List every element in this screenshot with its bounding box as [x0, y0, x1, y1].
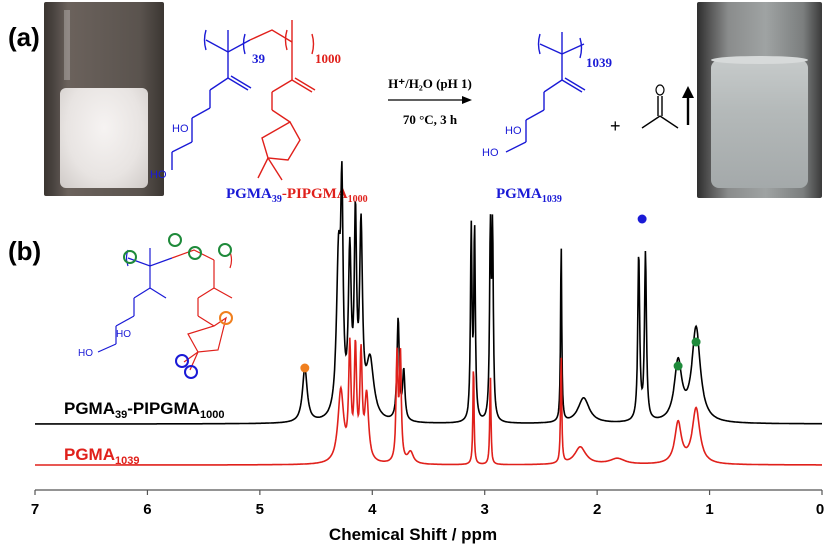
pipgma-block — [249, 20, 316, 181]
x-tick-label: 2 — [593, 501, 601, 518]
nmr-structure — [97, 248, 233, 371]
product-sub-1039: 1039 — [586, 55, 613, 70]
blue-dot-marker — [637, 214, 647, 224]
green-ring-marker — [168, 233, 182, 247]
x-axis: 7 6 5 4 3 2 1 0 — [31, 489, 824, 518]
trace-label-homopolymer: PGMA1039 — [64, 445, 139, 467]
photo-before-vial — [44, 2, 164, 196]
x-tick-label: 0 — [816, 501, 824, 518]
arrow-head — [462, 96, 472, 104]
green-dot-marker — [673, 361, 683, 371]
green-ring-marker — [123, 250, 137, 264]
photo-after-vial — [697, 2, 822, 198]
milky-dispersion — [60, 88, 148, 188]
trace-label-copolymer: PGMA39-PIPGMA1000 — [64, 399, 224, 421]
spectra-plot — [35, 161, 822, 466]
copolymer-structure — [171, 20, 316, 181]
meniscus — [711, 56, 808, 64]
x-axis-label: Chemical Shift / ppm — [329, 525, 497, 544]
plus-sign: + — [610, 116, 621, 136]
green-ring-marker — [188, 246, 202, 260]
orange-dot-marker — [300, 363, 310, 373]
vial-glass-highlight — [64, 10, 70, 80]
copolymer-sub-39: 39 — [252, 51, 266, 66]
acetone-structure — [641, 96, 679, 129]
product-ho-2: HO — [482, 147, 499, 159]
product-name: PGMA1039 — [496, 186, 562, 205]
product-ho-1: HO — [505, 125, 522, 137]
reaction-temperature: 70 °C, 3 h — [403, 112, 458, 127]
blue-ring-marker — [175, 354, 189, 368]
x-tick-label: 6 — [143, 501, 151, 518]
x-tick-label: 3 — [481, 501, 489, 518]
orange-ring-marker — [219, 311, 233, 325]
nmr-structure-ho-2: HO — [78, 348, 93, 359]
product-structure — [505, 32, 586, 153]
clear-solution — [711, 60, 808, 188]
x-tick-label: 1 — [705, 501, 713, 518]
x-tick-label: 7 — [31, 501, 39, 518]
green-dot-marker — [691, 337, 701, 347]
copolymer-ho-1: HO — [172, 123, 189, 135]
x-tick-label: 5 — [256, 501, 264, 518]
green-ring-marker — [218, 243, 232, 257]
evaporation-arrow-head — [682, 86, 694, 98]
acetone-oxygen — [655, 84, 665, 96]
peak-annotations — [300, 214, 701, 373]
nmr-structure-ho-1: HO — [116, 329, 131, 340]
copolymer-ho-2: HO — [150, 169, 167, 181]
pgma-block — [171, 29, 252, 170]
reaction-reagent: H⁺/H₂O (pH 1) — [388, 76, 472, 91]
spectrum-trace-homopolymer — [35, 337, 822, 466]
x-tick-label: 4 — [368, 501, 377, 518]
reaction-scheme: HO HO 39 1000 PGMA39-PIPGMA1000 H⁺/H₂O (… — [150, 20, 694, 205]
copolymer-name: PGMA39-PIPGMA1000 — [226, 186, 368, 205]
panel-b-label: (b) — [8, 236, 42, 266]
structure-ring-markers — [123, 233, 233, 379]
panel-a-label: (a) — [8, 22, 40, 52]
spectrum-trace-copolymer — [35, 161, 822, 425]
copolymer-sub-1000: 1000 — [315, 51, 341, 66]
blue-ring-marker — [184, 365, 198, 379]
